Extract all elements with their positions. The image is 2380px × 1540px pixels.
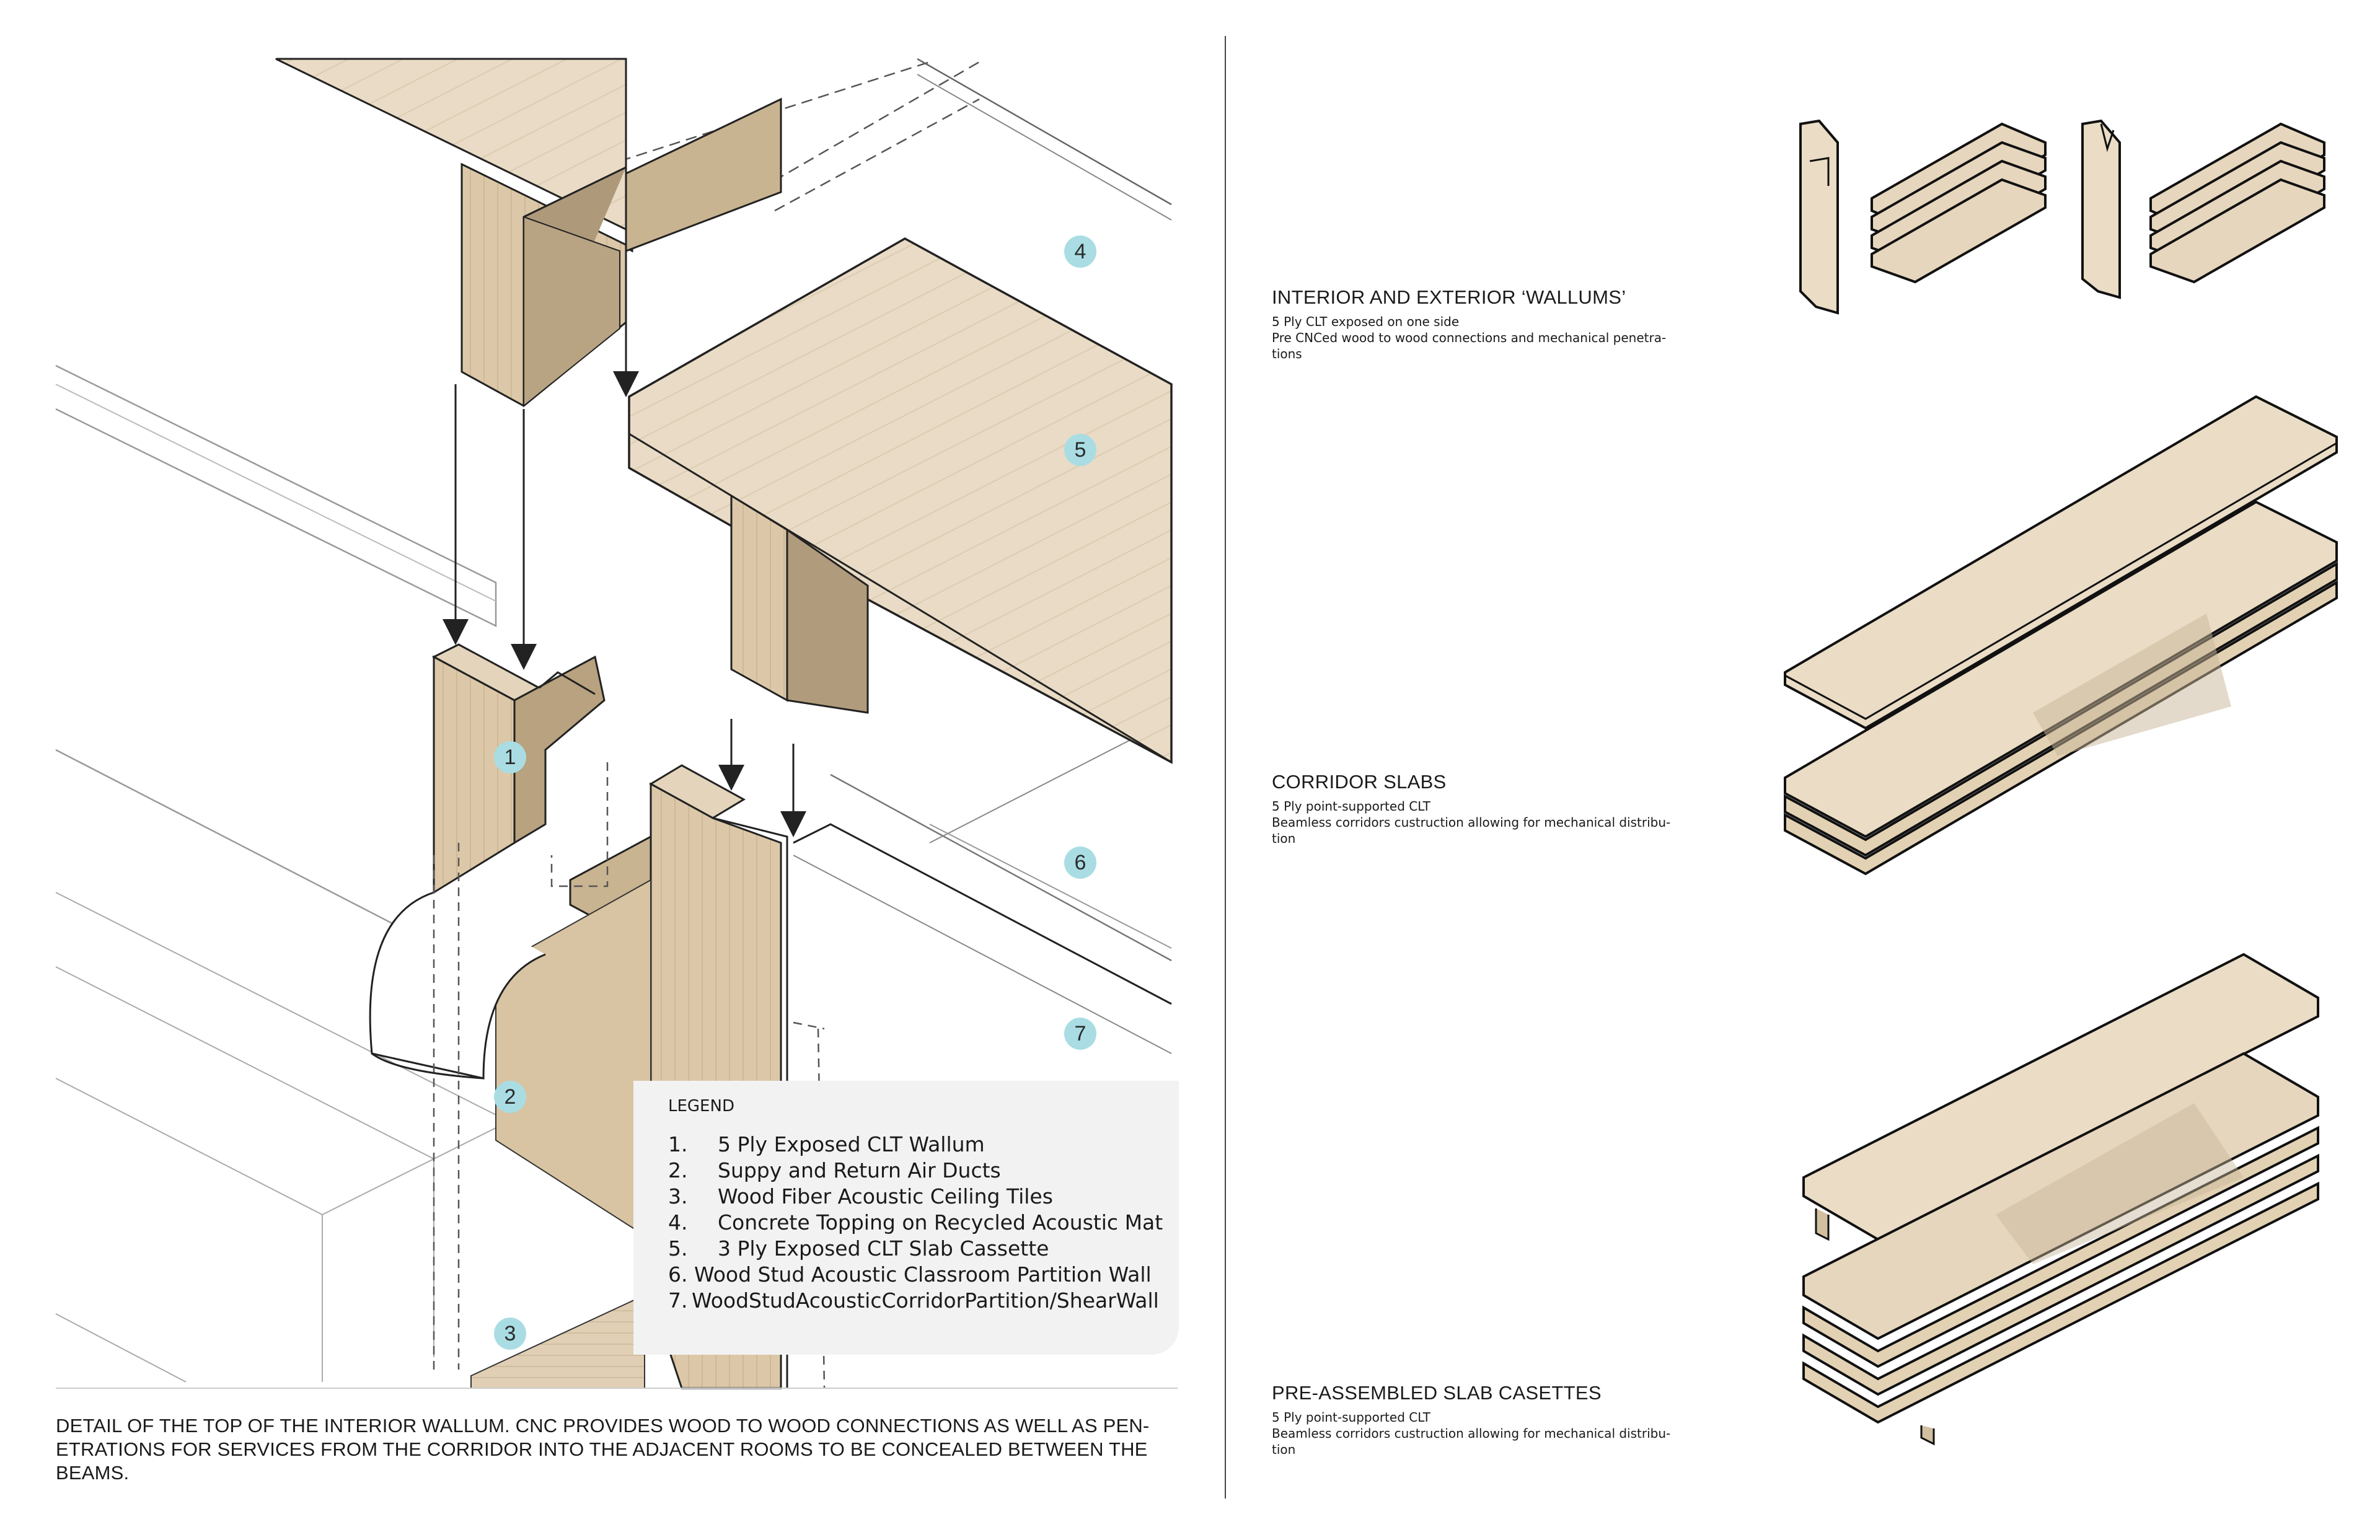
detail-caption: Detail of the top of the interior wallum… [56, 1415, 1150, 1484]
corridor-slabs [1784, 395, 2338, 876]
callout-marker-2: 2 [494, 1081, 526, 1113]
section-title-slab-casettes: PRE-ASSEMBLED SLAB CASETTES [1272, 1382, 1602, 1404]
legend-item: 7.WoodStudAcousticCorridorPartition/Shea… [668, 1288, 1159, 1313]
legend-item: 4.Concrete Topping on Recycled Acoustic … [668, 1210, 1163, 1234]
legend-box: LEGEND 1.5 Ply Exposed CLT Wallum 2.Supp… [633, 1081, 1179, 1355]
section-title-corridor-slabs: CORRIDOR SLABS [1272, 771, 1447, 793]
legend-item: 3.Wood Fiber Acoustic Ceiling Tiles [668, 1184, 1053, 1208]
wallum-pieces [1799, 119, 2325, 315]
callout-marker-6: 6 [1064, 847, 1096, 879]
slab-casettes [1802, 953, 2319, 1446]
legend-item: 2.Suppy and Return Air Ducts [668, 1158, 1001, 1182]
callout-marker-1: 1 [494, 741, 526, 773]
legend-title: LEGEND [668, 1097, 734, 1115]
vertical-divider [1225, 36, 1226, 1498]
section-title-wallums: INTERIOR AND EXTERIOR ‘WALLUMS’ [1272, 286, 1626, 308]
legend-item: 6.Wood Stud Acoustic Classroom Partition… [668, 1262, 1152, 1287]
callout-marker-7: 7 [1064, 1018, 1096, 1050]
callout-marker-4: 4 [1064, 235, 1096, 268]
legend-item: 5.3 Ply Exposed CLT Slab Cassette [668, 1236, 1049, 1261]
legend-item: 1.5 Ply Exposed CLT Wallum [668, 1132, 985, 1156]
callout-marker-5: 5 [1064, 434, 1096, 466]
callout-marker-3: 3 [494, 1318, 526, 1350]
